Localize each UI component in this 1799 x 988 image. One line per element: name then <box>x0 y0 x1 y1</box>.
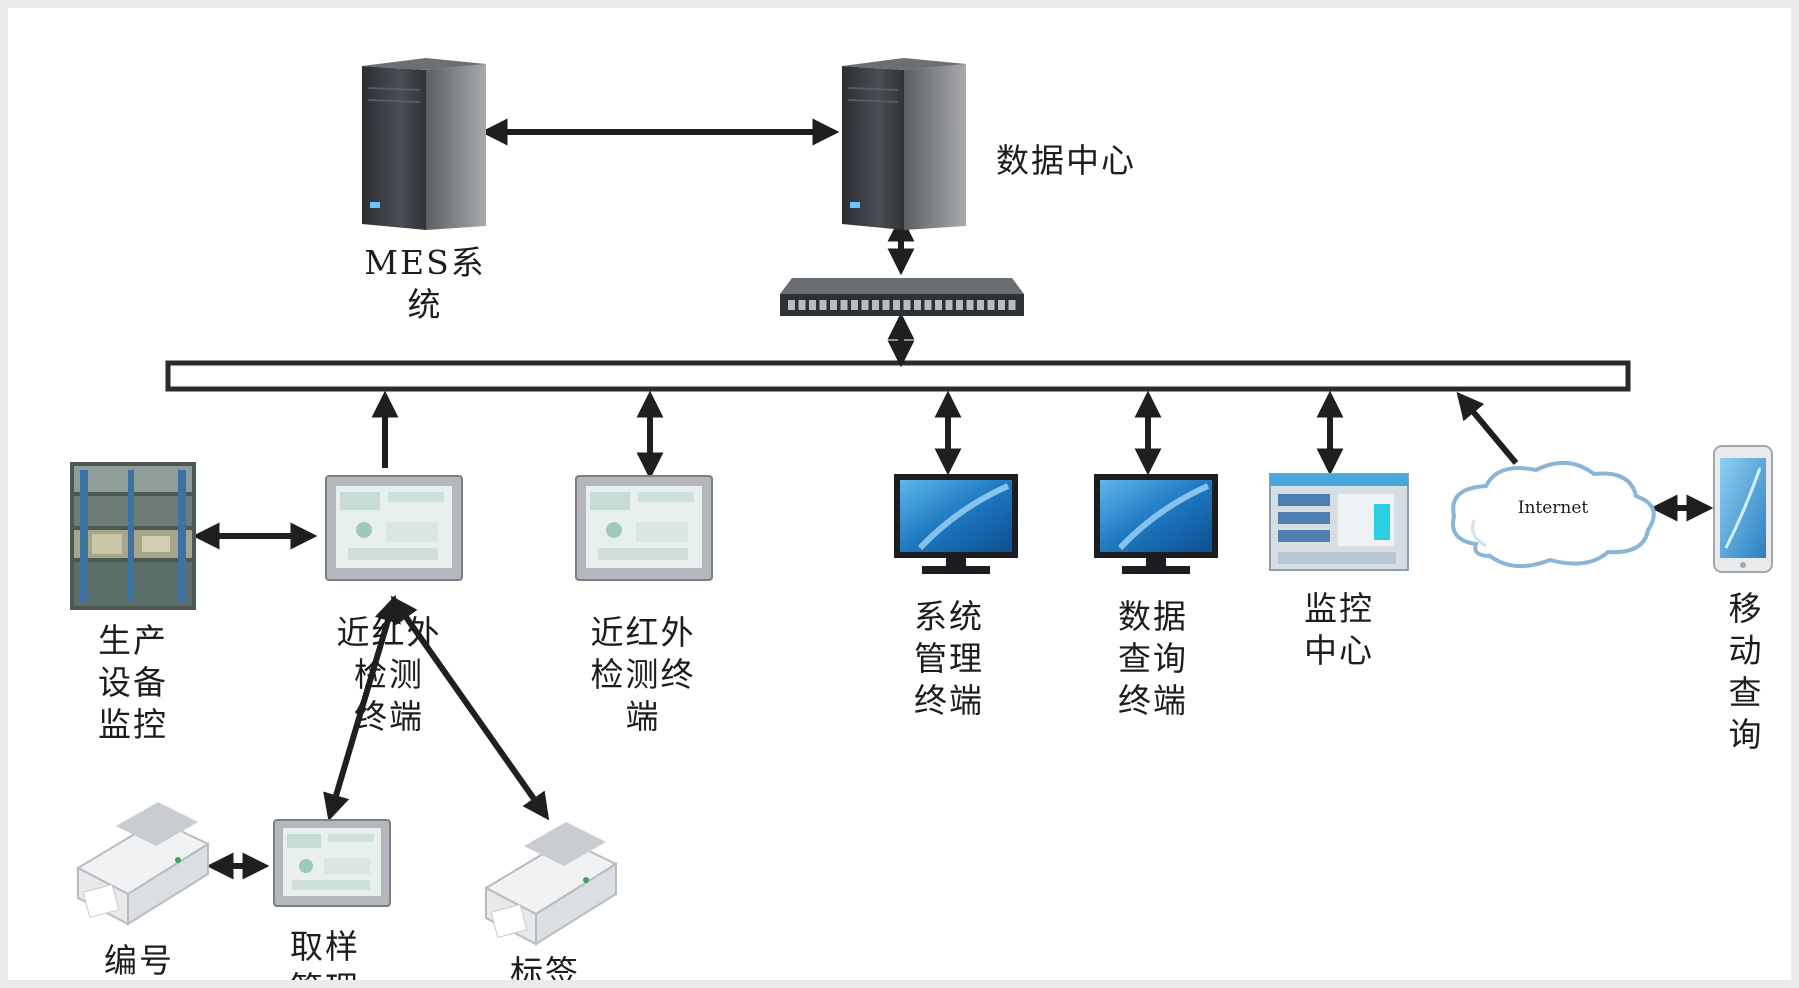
switch-port <box>914 300 921 310</box>
switch-port <box>956 300 963 310</box>
label-printer-icon <box>483 822 619 946</box>
label-nir-terminal-1: 近红外 检测 终端 <box>336 613 442 736</box>
label-mobile-query: 移 动 查 询 <box>1728 589 1764 754</box>
label-internet: Internet <box>1517 498 1589 518</box>
link-nir1-sampling <box>323 594 401 822</box>
nir-terminal-1-icon <box>325 475 463 581</box>
production-equipment-icon <box>70 462 196 610</box>
sampling-terminal-icon <box>273 819 391 907</box>
switch-port <box>935 300 942 310</box>
mobile-phone-icon <box>1713 445 1773 573</box>
switch-port <box>1008 300 1016 310</box>
switch-port <box>798 300 806 310</box>
internet-cloud-icon <box>1451 460 1656 569</box>
switch-port <box>966 300 974 310</box>
mes-server-icon <box>362 58 486 230</box>
label-numbering: 编号 <box>104 941 174 980</box>
data-query-monitor-icon <box>1094 474 1218 574</box>
switch-port <box>903 300 911 310</box>
network-bus <box>165 360 1631 392</box>
label-production-monitor: 生产 设备 监控 <box>98 621 168 744</box>
label-labeling: 标签 <box>510 953 580 980</box>
switch-port <box>851 300 858 310</box>
nir-terminal-2-icon <box>575 475 713 581</box>
numbering-printer-icon <box>75 802 211 926</box>
switch-port <box>840 300 848 310</box>
link-nir1-label <box>390 595 550 821</box>
label-monitor-center: 监控 中心 <box>1304 589 1374 670</box>
label-mes-system: MES系 统 <box>364 243 486 324</box>
label-data-query: 数据 查询 终端 <box>1118 597 1188 720</box>
label-nir-terminal-2: 近红外 检测终 端 <box>590 613 696 736</box>
switch-port <box>819 300 827 310</box>
network-switch-icon <box>780 278 1024 316</box>
switch-port <box>788 300 795 310</box>
switch-port <box>872 300 879 310</box>
link-bus-internet <box>1456 391 1519 465</box>
connection-lines <box>192 118 1714 880</box>
switch-port <box>861 300 869 310</box>
switch-port <box>893 300 900 310</box>
system-mgmt-monitor-icon <box>894 474 1018 574</box>
network-diagram <box>70 58 1773 946</box>
label-data-center: 数据中心 <box>996 141 1136 180</box>
switch-port <box>809 300 816 310</box>
switch-port <box>987 300 995 310</box>
label-system-mgmt: 系统 管理 终端 <box>914 597 984 720</box>
switch-port <box>945 300 953 310</box>
switch-port <box>882 300 890 310</box>
diagram-panel: MES系 统 数据中心 生产 设备 监控 近红外 检测 终端 近红外 检测终 端… <box>8 8 1791 980</box>
switch-port <box>977 300 984 310</box>
datacenter-server-icon <box>842 58 966 230</box>
switch-port <box>830 300 837 310</box>
switch-port <box>924 300 932 310</box>
monitor-center-icon <box>1269 473 1409 571</box>
switch-port <box>998 300 1005 310</box>
label-sampling: 取样 管理 <box>290 927 360 980</box>
